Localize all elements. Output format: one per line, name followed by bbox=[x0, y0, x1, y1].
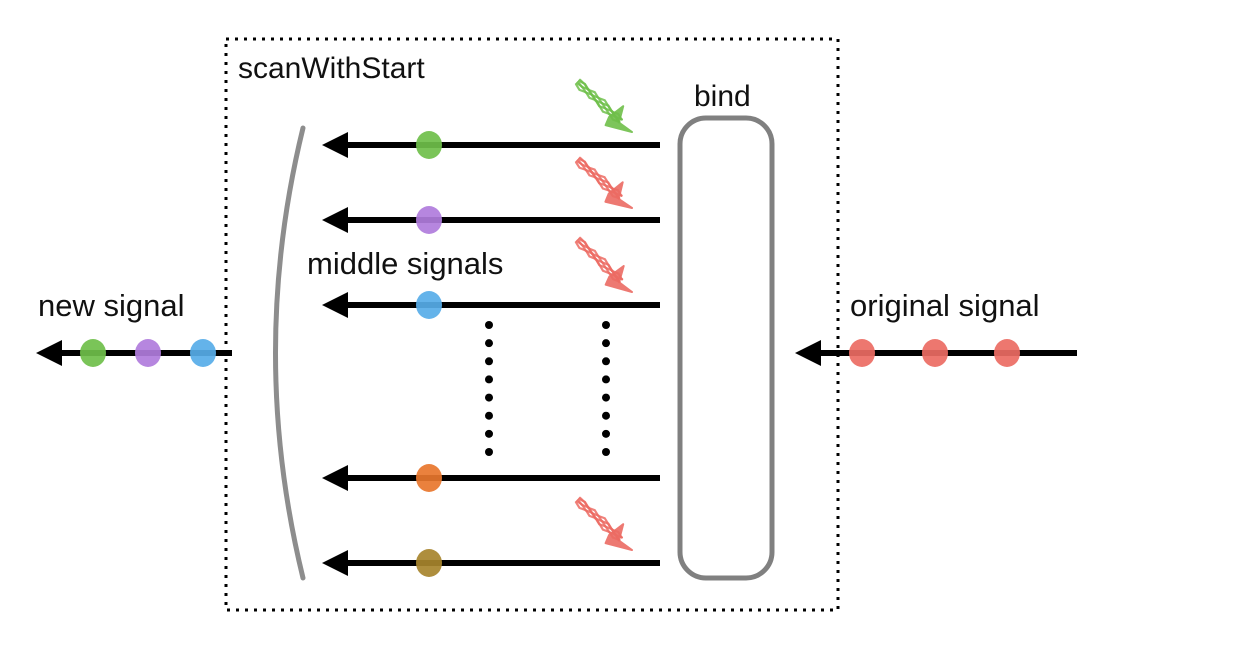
new-signal-label: new signal bbox=[38, 288, 185, 323]
ellipsis-column-left-dot bbox=[485, 411, 493, 420]
new-signal-dot-blue bbox=[190, 339, 216, 367]
projection-arrow-green-head bbox=[604, 105, 633, 133]
projection-arrow-red-1-head bbox=[604, 181, 633, 209]
ellipsis-column-left-dot bbox=[485, 339, 493, 348]
ellipsis-column-right-dot bbox=[602, 411, 610, 420]
projection-arrow-red-3 bbox=[574, 496, 633, 551]
projection-arrow-red-2-head bbox=[604, 265, 633, 293]
ellipsis-column-right-dot bbox=[602, 393, 610, 402]
projection-arrow-red-2 bbox=[574, 236, 633, 293]
projection-arrow-green bbox=[574, 78, 633, 133]
ellipsis-column-right-dot bbox=[602, 357, 610, 366]
stream-green-arrowhead bbox=[322, 132, 348, 158]
stream-purple-arrowhead bbox=[322, 207, 348, 233]
scan-with-start-group-box bbox=[224, 37, 840, 612]
stream-green-dot bbox=[416, 131, 442, 159]
original-signal-dot-2 bbox=[922, 339, 948, 367]
stream-olive-dot bbox=[416, 549, 442, 577]
new-signal-group bbox=[36, 339, 232, 367]
bind-box bbox=[677, 115, 775, 581]
stream-orange-dot bbox=[416, 464, 442, 492]
ellipsis-column-left-dot bbox=[485, 375, 493, 384]
ellipsis-column-right-dot bbox=[602, 375, 610, 384]
brace-arc bbox=[273, 125, 306, 581]
new-signal-dot-purple bbox=[135, 339, 161, 367]
original-signal-group bbox=[795, 339, 1077, 367]
scan-with-start-label: scanWithStart bbox=[238, 52, 425, 85]
stream-purple-dot bbox=[416, 206, 442, 234]
stream-olive-arrowhead bbox=[322, 550, 348, 576]
ellipsis-column-left-dot bbox=[485, 357, 493, 366]
stream-blue-arrowhead bbox=[322, 292, 348, 318]
stream-orange-arrowhead bbox=[322, 465, 348, 491]
middle-streams-group bbox=[322, 131, 660, 577]
ellipsis-column-right-dot bbox=[602, 448, 610, 456]
original-signal-dot-3 bbox=[994, 339, 1020, 367]
new-signal-dot-green bbox=[80, 339, 106, 367]
ellipsis-column-right-dot bbox=[602, 339, 610, 348]
stream-blue-dot bbox=[416, 291, 442, 319]
ellipsis-column-left-dot bbox=[485, 429, 493, 438]
ellipsis-column-left-dot bbox=[485, 321, 493, 329]
new-signal-arrow-arrowhead bbox=[36, 340, 62, 366]
projection-arrow-red-3-head bbox=[604, 523, 633, 551]
bind-label: bind bbox=[694, 80, 751, 113]
original-signal-label: original signal bbox=[850, 288, 1040, 323]
projection-arrows-group bbox=[574, 78, 633, 551]
original-signal-dot-1 bbox=[849, 339, 875, 367]
projection-arrow-red-1 bbox=[574, 156, 633, 209]
ellipsis-column-right-dot bbox=[602, 429, 610, 438]
ellipsis-column-left-dot bbox=[485, 393, 493, 402]
original-signal-arrow-arrowhead bbox=[795, 340, 821, 366]
ellipsis-column-right-dot bbox=[602, 321, 610, 329]
ellipsis-group bbox=[485, 321, 610, 456]
middle-signals-label: middle signals bbox=[307, 246, 504, 281]
ellipsis-column-left-dot bbox=[485, 448, 493, 456]
